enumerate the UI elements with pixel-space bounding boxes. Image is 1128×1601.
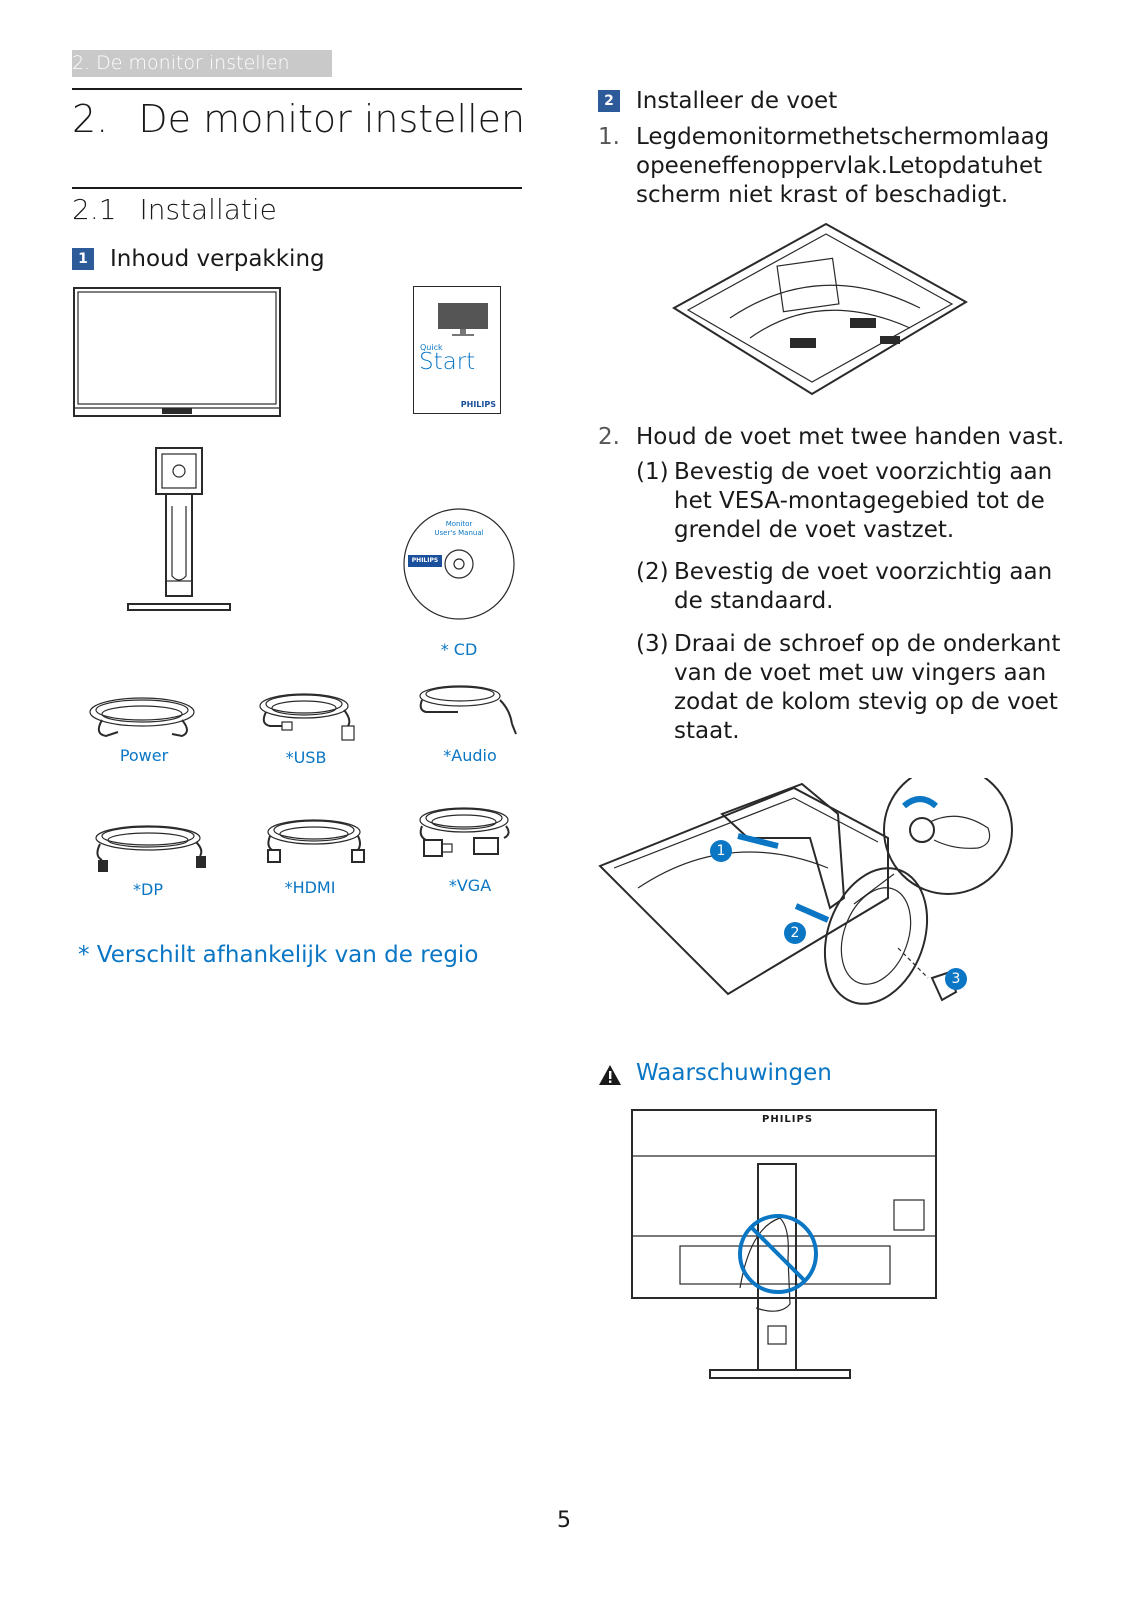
- booklet-brand: PHILIPS: [460, 400, 496, 409]
- prohibition-slash: [750, 1226, 806, 1282]
- step1-line-2: opeeneffenoppervlak.Letopdatuhet: [636, 153, 1043, 179]
- power-label: Power: [119, 746, 169, 765]
- hdmi-label: *HDMI: [284, 878, 336, 897]
- mount-stand-base: [823, 867, 929, 1005]
- substep2-line-1: Bevestig de voet voorzichtig aan: [674, 559, 1053, 585]
- cd-caption: * CD: [440, 640, 478, 659]
- arrow-2: [794, 903, 830, 923]
- chapter-title: 2. De monitor instellen: [72, 92, 525, 146]
- region-footnote: * Verschilt afhankelijk van de regio: [78, 942, 479, 968]
- warning-brand: PHILIPS: [762, 1114, 814, 1125]
- step1-text: Legdemonitormethetschermomlaag opeeneffe…: [636, 123, 1056, 210]
- substep3-number: (3): [636, 631, 669, 657]
- arrow-1: [737, 833, 779, 849]
- stand-vesa-plate: [155, 447, 203, 495]
- section-rule: [72, 187, 522, 189]
- callout-2: 2: [784, 922, 806, 944]
- arrow-rotate: [902, 796, 938, 809]
- zoom-circle: [883, 778, 1013, 895]
- substep1-line-2: het VESA-montagegebied tot de: [674, 488, 1045, 514]
- callout-3: 3: [945, 968, 967, 990]
- cd-illustration: [403, 508, 515, 620]
- running-head: 2. De monitor instellen: [72, 50, 332, 77]
- substep1-line-1: Bevestig de voet voorzichtig aan: [674, 459, 1053, 485]
- usb-label: *USB: [285, 748, 327, 767]
- section-number: 2.1: [72, 193, 117, 226]
- step1-number: 1.: [598, 124, 620, 150]
- booklet-quick-label: Quick: [420, 343, 443, 352]
- callout-1: 1: [710, 840, 732, 862]
- cd-title-line1: Monitor: [445, 520, 473, 528]
- stand-illustration: [127, 447, 231, 611]
- substep1-text: Bevestig de voet voorzichtig aan het VES…: [674, 458, 1052, 545]
- substep3-line-3: zodat de kolom stevig op de voet: [674, 689, 1058, 715]
- mount-monitor-outline: [598, 786, 889, 996]
- monitor-front-illustration: [73, 287, 281, 417]
- section-title: 2.1 Installatie: [72, 190, 277, 230]
- booklet-monitor-icon: [438, 303, 488, 336]
- substep2-text: Bevestig de voet voorzichtig aan de stan…: [674, 558, 1052, 616]
- booklet-start-label: Start: [419, 349, 476, 375]
- vesa-area: [776, 257, 840, 313]
- substep3-text: Draai de schroef op de onderkant van de …: [674, 630, 1060, 746]
- page-number: 5: [557, 1508, 571, 1533]
- step2-number: 2.: [598, 424, 620, 450]
- power-cable-icon: [89, 697, 195, 738]
- quick-start-booklet: Quick Start PHILIPS: [413, 286, 501, 414]
- audio-cable-icon: [419, 685, 517, 735]
- monitor-bezel: [73, 287, 281, 417]
- step1-line-3: scherm niet krast of beschadigt.: [636, 182, 1009, 208]
- substep3-line-2: van de voet met uw vingers aan: [674, 660, 1047, 686]
- package-badge: 1: [72, 248, 94, 270]
- dp-cable-icon: [95, 825, 206, 872]
- package-title: Inhoud verpakking: [110, 246, 325, 272]
- vga-cable-icon: [419, 807, 510, 857]
- monitor-facedown-illustration: [672, 222, 969, 396]
- chapter-rule: [72, 88, 522, 90]
- substep2-number: (2): [636, 559, 669, 585]
- warning-illustration: [631, 1109, 937, 1379]
- cd-disc: [403, 508, 515, 620]
- substep3-line-4: staat.: [674, 718, 740, 744]
- install-title: Installeer de voet: [636, 88, 838, 114]
- substep1-number: (1): [636, 459, 669, 485]
- step1-line-1: Legdemonitormethetschermomlaag: [636, 124, 1050, 150]
- audio-label: *Audio: [443, 746, 497, 765]
- chapter-title-text: De monitor instellen: [138, 97, 526, 141]
- stand-mounting-illustration: [598, 778, 1013, 1005]
- monitor-screen: [77, 291, 277, 405]
- chapter-number: 2.: [72, 97, 109, 141]
- warning-stand-base: [709, 1369, 851, 1379]
- substep1-line-3: grendel de voet vastzet.: [674, 517, 955, 543]
- hdmi-cable-icon: [267, 819, 365, 863]
- prohibition-circle: [738, 1214, 818, 1294]
- step2-text: Houd de voet met twee handen vast.: [636, 424, 1065, 450]
- dp-label: *DP: [133, 880, 163, 899]
- cd-title-line2: User's Manual: [434, 529, 484, 537]
- install-badge: 2: [598, 90, 620, 112]
- running-head-text: 2. De monitor instellen: [72, 52, 290, 74]
- substep2-line-2: de standaard.: [674, 588, 834, 614]
- section-title-text: Installatie: [139, 193, 277, 226]
- cd-hub: [444, 549, 474, 579]
- usb-cable-icon: [259, 693, 355, 741]
- monitor-logo-strip: [162, 408, 192, 414]
- vga-label: *VGA: [448, 876, 492, 895]
- warning-icon: [599, 1065, 621, 1085]
- monitor-back-outline: [672, 222, 969, 396]
- cd-brand: PHILIPS: [411, 557, 439, 564]
- substep3-line-1: Draai de schroef op de onderkant: [674, 631, 1061, 657]
- warning-monitor-back: [631, 1109, 937, 1299]
- stand-base: [127, 603, 231, 611]
- warnings-title: Waarschuwingen: [636, 1060, 832, 1086]
- screw-icon: [930, 970, 958, 1002]
